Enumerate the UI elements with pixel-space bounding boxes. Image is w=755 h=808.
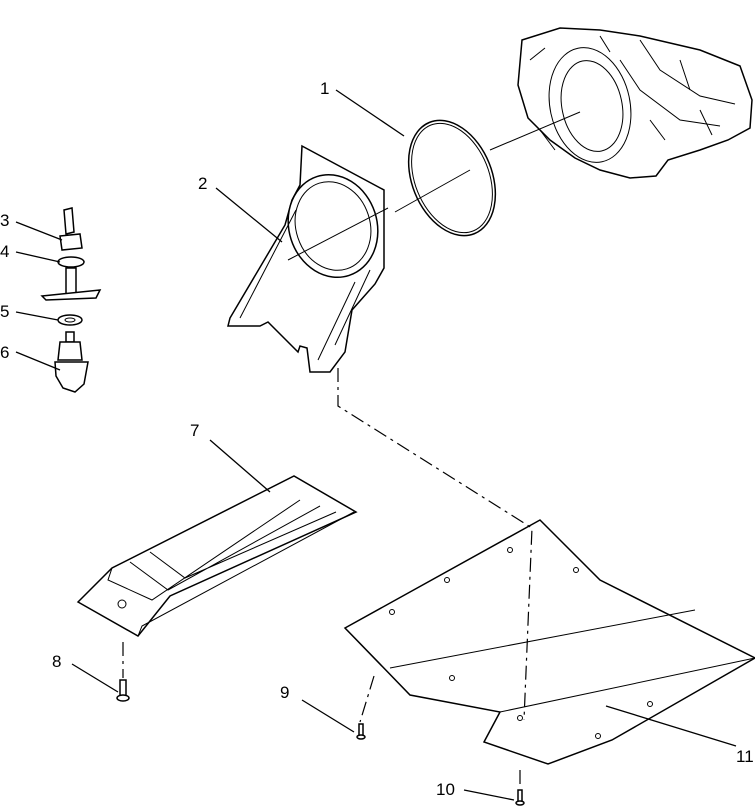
callout-9: 9 <box>280 683 289 702</box>
assembly-centerlines <box>122 111 581 788</box>
floor-plate-part <box>343 519 755 765</box>
adapter-plate-part <box>227 144 385 373</box>
runner-part <box>76 475 358 637</box>
fastener-stack <box>40 207 102 393</box>
callout-10: 10 <box>436 780 455 799</box>
callout-11: 11 <box>736 747 754 766</box>
screw-part-10 <box>515 789 525 806</box>
callout-5: 5 <box>0 302 9 321</box>
callout-6: 6 <box>0 343 9 362</box>
screw-part-8 <box>116 679 130 702</box>
callout-8: 8 <box>52 652 61 671</box>
callout-labels: 1 2 3 4 5 6 7 8 9 10 11 <box>0 79 754 799</box>
o-ring-part <box>407 119 497 237</box>
housing-casting <box>517 27 753 179</box>
callout-4: 4 <box>0 242 9 261</box>
screw-part-9 <box>356 723 366 740</box>
callout-2: 2 <box>198 174 207 193</box>
callout-7: 7 <box>190 421 199 440</box>
callout-1: 1 <box>320 79 329 98</box>
callout-3: 3 <box>0 211 9 230</box>
leader-lines <box>15 89 737 801</box>
